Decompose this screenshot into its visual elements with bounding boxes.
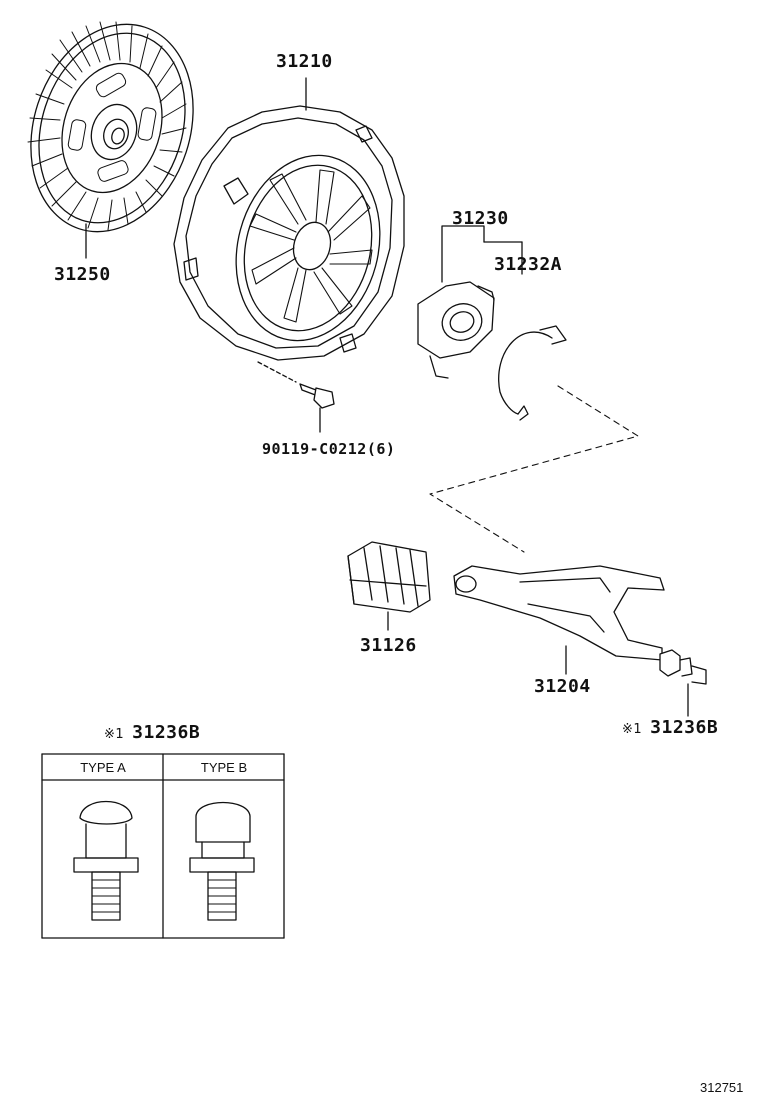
bearing-clip [498, 325, 567, 421]
label-release-fork: 31204 [534, 676, 591, 697]
label-bearing-clip: 31232A [494, 254, 563, 275]
label-fork-support: ※1 31236B [622, 717, 718, 738]
type-table-note-mark: ※1 [104, 727, 125, 742]
fork-support [659, 649, 707, 717]
type-table-title: ※1 31236B [104, 722, 200, 743]
note-mark: ※1 [622, 722, 643, 737]
fork-support-number: 31236B [650, 717, 719, 738]
diagram-id: 312751 [700, 1080, 744, 1095]
label-clutch-cover: 31210 [276, 51, 333, 72]
label-clutch-disc: 31250 [54, 264, 111, 285]
type-table [41, 753, 285, 939]
release-fork [453, 565, 665, 675]
type-b-header: TYPE B [200, 760, 248, 775]
label-cover-bolt: 90119-C0212(6) [262, 440, 396, 458]
stud-type-a [73, 800, 139, 921]
label-release-bearing: 31230 [452, 208, 509, 229]
cover-bolt [257, 361, 335, 433]
fork-boot [347, 541, 431, 631]
clutch-cover [173, 77, 405, 361]
label-fork-boot: 31126 [360, 635, 417, 656]
release-bearing [417, 225, 523, 379]
clutch-disc [27, 21, 194, 259]
dashed-leader [429, 385, 639, 553]
stud-type-b [189, 801, 255, 921]
type-table-part: 31236B [132, 722, 201, 743]
type-a-header: TYPE A [80, 760, 126, 775]
